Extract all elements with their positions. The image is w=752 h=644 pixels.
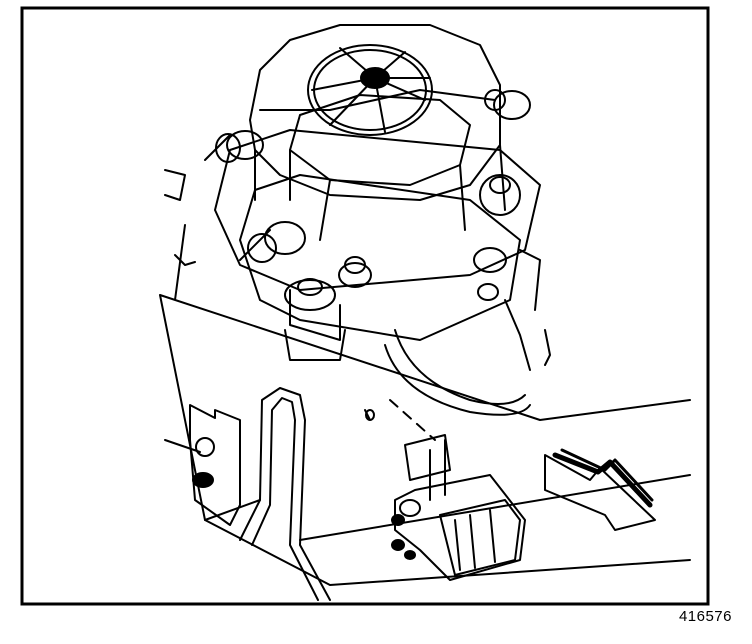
center-bolt bbox=[338, 256, 372, 288]
figure-border bbox=[20, 6, 710, 606]
figure-reference-number: 416576 bbox=[678, 608, 732, 625]
carburetor-body bbox=[239, 174, 521, 341]
wire-harness bbox=[239, 387, 331, 601]
manifold-edge bbox=[204, 474, 691, 541]
vacuum-hose bbox=[384, 329, 531, 416]
front-bolt bbox=[284, 278, 346, 361]
left-lower-fitting bbox=[239, 221, 306, 263]
right-fitting bbox=[479, 89, 531, 216]
left-fitting bbox=[204, 130, 264, 163]
wing-nut-wheel bbox=[307, 44, 433, 136]
front-direction-arrow bbox=[544, 448, 656, 531]
mounting-bracket bbox=[189, 404, 241, 526]
idle-solenoid-module bbox=[391, 434, 526, 581]
air-cleaner-housing bbox=[249, 24, 501, 201]
assembly-guide-line bbox=[364, 399, 436, 441]
carburetor-flange bbox=[214, 129, 541, 291]
rear-bolt bbox=[473, 247, 507, 301]
